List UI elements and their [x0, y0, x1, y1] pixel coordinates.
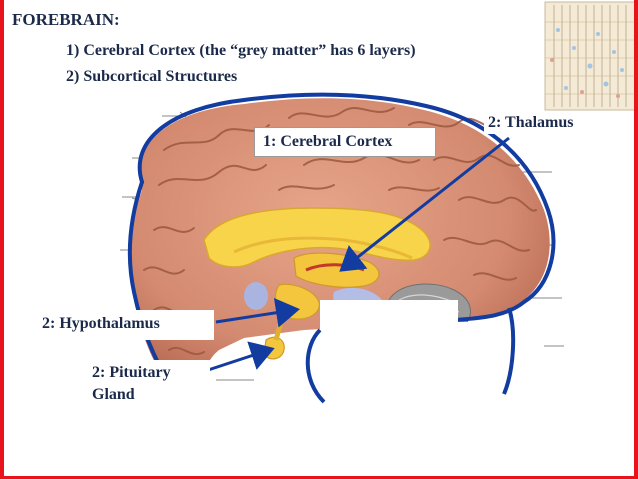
brain-diagram	[120, 1, 634, 420]
outline-fragment	[305, 328, 326, 404]
label-pituitary-line1: 2: Pituitary	[92, 364, 171, 381]
list-item-cortex: 1) Cerebral Cortex (the “grey matter” ha…	[66, 42, 416, 59]
label-pituitary-gland: 2: Pituitary Gland	[90, 360, 210, 408]
list-item-subcortical: 2) Subcortical Structures	[66, 68, 238, 85]
cover-box	[320, 300, 458, 420]
hypothalamus-arrow-icon	[215, 297, 300, 328]
brain-outline	[137, 92, 556, 322]
cortical-layers-thumbnail	[544, 1, 634, 111]
outline-fragment-right	[502, 307, 516, 395]
blue-structure	[244, 282, 268, 310]
label-cerebral-cortex: 1: Cerebral Cortex	[254, 127, 436, 157]
thalamus-arrow-icon	[339, 136, 510, 272]
label-thalamus: 2: Thalamus	[484, 112, 578, 134]
slide-heading: FOREBRAIN:	[12, 10, 120, 29]
label-pituitary-line2: Gland	[92, 386, 135, 403]
cover-box-small	[456, 322, 514, 394]
label-hypothalamus: 2: Hypothalamus	[36, 310, 214, 340]
